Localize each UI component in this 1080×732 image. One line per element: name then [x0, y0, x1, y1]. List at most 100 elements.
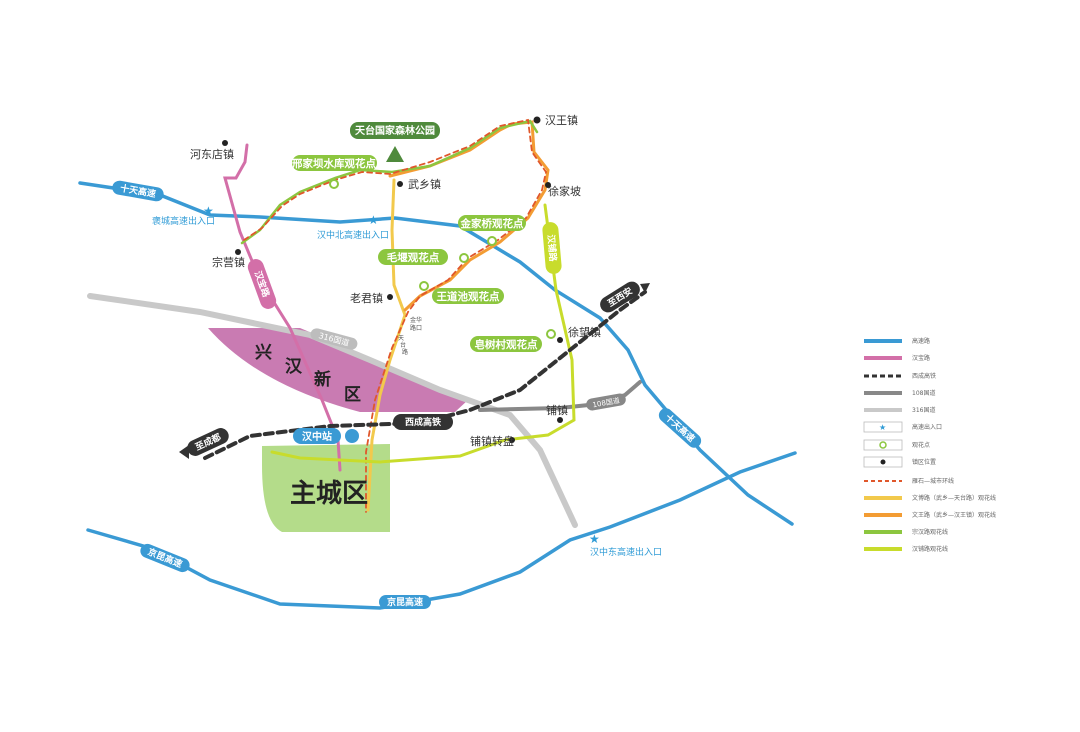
town-hanwang: 汉王镇	[545, 113, 578, 127]
spot-marker-wangdaochi	[419, 281, 429, 291]
spot-chip-wangdaochi	[432, 288, 504, 304]
label-hanfu: 汉铺路	[545, 234, 559, 263]
exit-star-east: ★	[589, 532, 600, 546]
legend-rail: 西成高铁	[912, 372, 936, 380]
legend-spot-marker	[879, 441, 887, 449]
chip-shitian-2	[658, 408, 702, 448]
legend-wenbo: 文博路（武乡—天台路）观花线	[912, 494, 996, 502]
label-jingkun-2: 京昆高速	[387, 596, 423, 608]
chip-g108	[586, 393, 626, 411]
exit-east: 汉中东高速出入口	[590, 546, 662, 558]
spot-chip-jinjiaqiao	[458, 215, 526, 231]
chip-to-xian	[600, 281, 640, 313]
town-puzhen: 铺镇	[546, 403, 568, 417]
xinqu-label-1: 兴	[255, 343, 272, 363]
xinqu-label-3: 新	[314, 369, 331, 390]
chip-jingkun-1	[140, 543, 190, 573]
legend-town: 镇区位置	[912, 458, 936, 466]
town-dot-puzhen-roundabout	[509, 437, 515, 443]
spot-label-zaoshucun: 皂树村观花点	[475, 338, 538, 351]
town-xuwang: 徐望镇	[568, 325, 601, 339]
main-city-zone	[262, 444, 390, 532]
road-hanbao	[223, 143, 342, 472]
legend-red-loop: 雁石—城市环线	[912, 477, 954, 485]
exit-star-north: ★	[368, 213, 379, 227]
road-label-jinhua-1: 金	[410, 316, 416, 324]
park-label: 天台国家森林公园	[355, 124, 435, 137]
town-dot-xuwang	[557, 337, 563, 343]
main-city-label: 主城区	[290, 479, 368, 509]
park-icon	[386, 146, 404, 162]
chip-jingkun-2	[379, 595, 431, 609]
route-red-loop	[243, 118, 547, 513]
town-hedongdian: 河东店镇	[190, 147, 234, 161]
town-xujiapo: 徐家坡	[548, 184, 581, 198]
arrow-to-chengdu	[179, 445, 189, 459]
legend-town-dot	[880, 459, 886, 465]
spot-marker-zaoshucun	[546, 329, 556, 339]
label-station: 汉中站	[302, 430, 332, 443]
legend-spot: 观花点	[912, 441, 930, 449]
road-label-jinhua-2: 华	[416, 316, 422, 324]
town-zongying: 宗营镇	[212, 255, 245, 269]
spot-label-maoyan: 毛堰观花点	[387, 251, 440, 264]
legend-expressway: 高速路	[912, 337, 930, 345]
legend-swatch-exit	[863, 421, 903, 433]
route-hanfu	[270, 203, 576, 464]
spot-chip-zaoshucun	[470, 336, 542, 352]
legend-exit: 高速出入口	[912, 423, 942, 431]
town-dot-xujiapo	[545, 182, 551, 188]
spot-marker-jinjiaqiao	[487, 236, 497, 246]
town-dot-laojun	[387, 294, 393, 300]
spot-label-xingjiaba: 邢家坝水库观花点	[291, 157, 376, 170]
spot-marker-maoyan	[459, 253, 469, 263]
road-label-tiantai-1: 天	[398, 335, 404, 342]
road-label-tiantai-3: 路	[402, 348, 408, 356]
spot-chip-xingjiaba	[292, 155, 377, 171]
expressway-shitian	[78, 181, 794, 526]
legend-hanfu: 汉铺路观花线	[912, 545, 948, 553]
xinqu-label-4: 区	[344, 385, 361, 405]
legend-exit-star: ★	[879, 423, 886, 432]
town-dot-wuxiang	[397, 181, 403, 187]
exit-baocheng: 褒城高速出入口	[152, 215, 215, 227]
legend-wenwang: 文王路（武乡—汉王镇）观花线	[912, 511, 996, 519]
route-zongjiang	[240, 119, 539, 245]
chip-hanbao	[247, 259, 277, 309]
arrow-to-xian	[640, 283, 650, 293]
rail-xicheng	[203, 290, 647, 460]
road-g316	[87, 293, 578, 528]
chip-shitian-1	[112, 180, 164, 202]
label-xicheng: 西成高铁	[405, 416, 441, 428]
town-laojun: 老君镇	[350, 291, 383, 305]
expressway-jingkun	[86, 451, 797, 610]
xinqu-label-2: 汉	[285, 357, 303, 377]
town-wuxiang: 武乡镇	[408, 177, 441, 191]
town-dot-zongying	[235, 249, 241, 255]
legend: 高速路 汉宝路 西成高铁 108国道 316国道 ★ 高速出入口 观花点 镇区位…	[863, 337, 996, 553]
chip-hanfu	[542, 222, 562, 274]
label-jingkun-1: 京昆高速	[146, 546, 184, 571]
spot-label-wangdaochi: 王道池观花点	[437, 290, 500, 303]
exit-north: 汉中北高速出入口	[317, 229, 389, 241]
chip-xicheng	[393, 414, 453, 430]
spot-label-jinjiaqiao: 金家桥观花点	[460, 217, 524, 230]
town-dot-puzhen	[557, 417, 563, 423]
route-wenwang	[388, 120, 550, 312]
town-dot-hanwang	[533, 116, 541, 124]
road-label-jinhua-4: 口	[416, 325, 422, 332]
road-label-tiantai-2: 台	[400, 341, 406, 349]
legend-hanbao: 汉宝路	[912, 354, 930, 362]
town-dot-hedongdian	[222, 140, 228, 146]
chip-g316	[310, 328, 358, 350]
train-icon	[345, 429, 359, 443]
spot-marker-xingjiaba	[329, 179, 339, 189]
label-shitian-2: 十天高速	[663, 411, 698, 444]
exit-star-baocheng: ★	[203, 204, 214, 218]
park-chip	[350, 122, 440, 139]
chip-station	[293, 428, 341, 444]
road-label-jinhua-3: 路	[410, 324, 416, 332]
legend-zongjiang: 宗汉路观花线	[912, 528, 948, 536]
xinqu-zone	[208, 328, 468, 412]
